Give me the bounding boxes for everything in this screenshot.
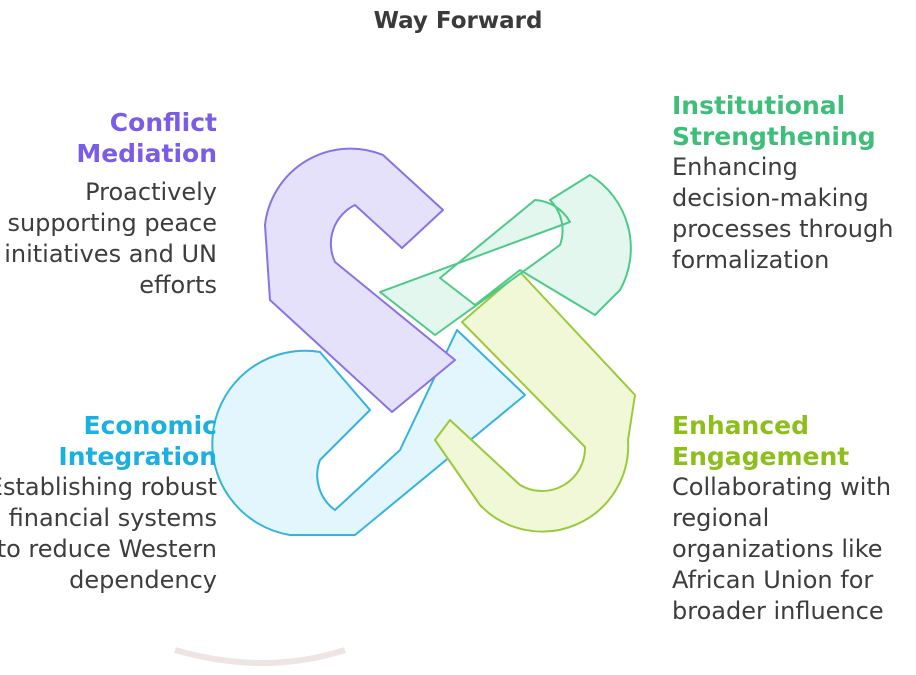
conflict-mediation-block: Conflict Mediation Proactively supportin…: [0, 107, 217, 301]
enhanced-engagement-block: Enhanced Engagement Collaborating with r…: [672, 410, 907, 627]
diagram-title: Way Forward: [373, 8, 543, 34]
economic-integration-heading: Economic Integration: [58, 411, 217, 471]
institutional-strengthening-block: Institutional Strengthening Enhancing de…: [672, 90, 907, 276]
blue-link: [211, 329, 526, 536]
economic-integration-block: Economic Integration Establishing robust…: [0, 410, 217, 596]
enhanced-engagement-description: Collaborating with regional organization…: [672, 473, 892, 625]
institutional-strengthening-description: Enhancing decision-making processes thro…: [672, 153, 894, 274]
conflict-mediation-description: Proactively supporting peace initiatives…: [4, 178, 217, 299]
economic-integration-description: Establishing robust financial systems to…: [0, 473, 217, 594]
conflict-mediation-heading: Conflict Mediation: [76, 108, 217, 168]
institutional-strengthening-heading: Institutional Strengthening: [672, 91, 876, 151]
green-link: [379, 174, 632, 336]
knot-shadow: [174, 647, 346, 666]
purple-link: [264, 147, 456, 413]
lime-link: [434, 271, 636, 533]
enhanced-engagement-heading: Enhanced Engagement: [672, 411, 850, 471]
